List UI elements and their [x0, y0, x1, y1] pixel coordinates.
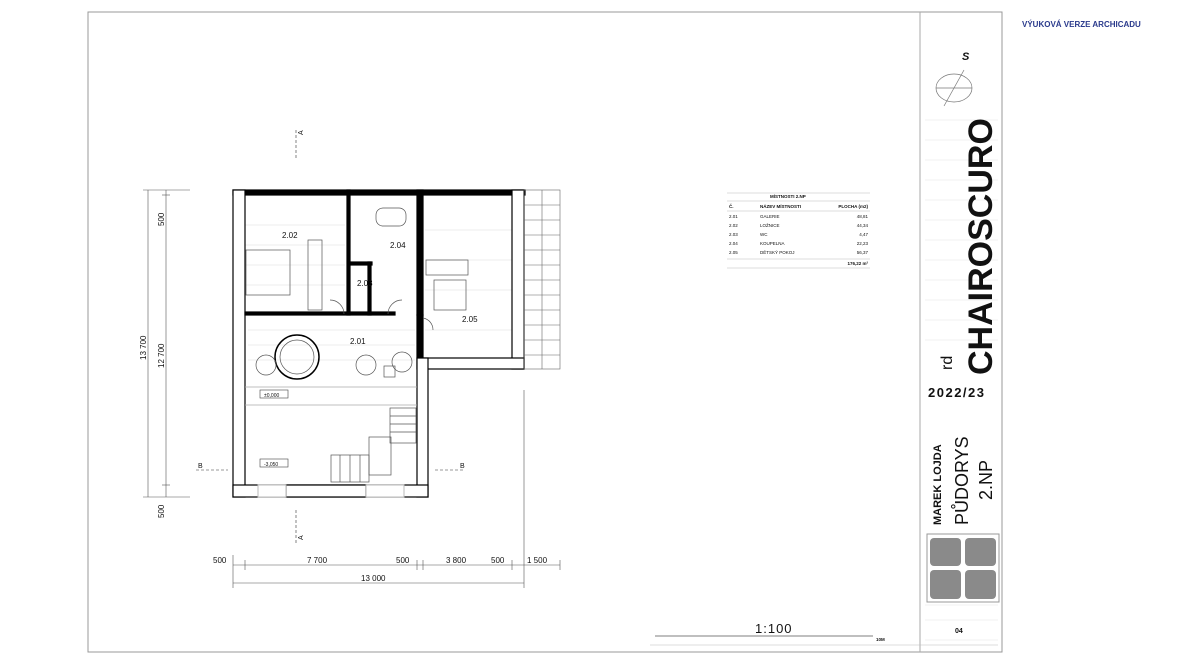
floor-label: 2.NP — [976, 460, 996, 500]
room-table-title: MÍSTNOSTI 2.NP — [770, 192, 806, 199]
room-name: LOŽNICE — [760, 221, 780, 228]
level-upper: ±0,000 — [264, 393, 279, 399]
room-table-total: 176,22 m² — [847, 261, 868, 266]
section-lines — [196, 130, 465, 545]
walls — [232, 189, 526, 498]
dim-h-5: 1 500 — [527, 556, 548, 565]
scale-label: 1:100 — [755, 621, 793, 636]
dim-total-horizontal: 13 000 — [361, 574, 386, 583]
bathtub-icon — [375, 207, 407, 227]
project-name: CHAIROSCURO — [962, 118, 1000, 375]
section-a-top: A — [298, 130, 305, 135]
section-a-bottom: A — [298, 535, 305, 540]
level-lower: -3,050 — [264, 462, 278, 468]
room-label-2-05: 2.05 — [462, 315, 478, 324]
room-area: 48,81 — [857, 214, 869, 219]
room-label-2-03: 2.03 — [357, 279, 373, 288]
room-area: 44,34 — [857, 223, 869, 228]
dim-bottom-vertical: 500 — [157, 504, 166, 518]
room-label-2-01: 2.01 — [350, 337, 366, 346]
room-name: GALERIE — [760, 214, 780, 219]
level-tag — [259, 389, 289, 399]
project-year: 2022/23 — [928, 385, 986, 400]
room-number: 2.04 — [729, 241, 738, 246]
room-name: KOUPELNA — [760, 241, 785, 246]
level-tag — [259, 458, 289, 468]
room-table-header-area: PLOCHA (m2) — [838, 204, 868, 209]
sheet-border — [87, 11, 1003, 653]
scale-bar-label: 10M — [876, 637, 885, 642]
spiral-stair-icon — [274, 334, 320, 380]
room-number: 2.02 — [729, 223, 738, 228]
section-b-right: B — [460, 463, 465, 470]
room-labels: 2.02 2.04 2.03 2.05 2.01 — [282, 231, 478, 346]
north-arrow-icon — [935, 69, 973, 107]
drawing-title: PŮDORYS — [951, 436, 972, 525]
bed-icon — [245, 249, 291, 296]
floor-hatch — [245, 224, 512, 361]
room-table-header-no: Č. — [729, 203, 734, 209]
sheet-number: 04 — [955, 628, 963, 635]
floor-plan — [143, 130, 561, 588]
room-number: 2.03 — [729, 232, 738, 237]
room-number: 2.01 — [729, 214, 738, 219]
author-name: MAREK LOJDA — [932, 444, 944, 525]
project-prefix: rd — [939, 356, 956, 370]
dim-h-2: 500 — [396, 556, 410, 565]
dim-h-0: 500 — [213, 556, 227, 565]
dim-inner-vertical: 12 700 — [157, 343, 166, 368]
watermark: VÝUKOVÁ VERZE ARCHICADU — [1022, 20, 1141, 29]
room-number: 2.05 — [729, 250, 738, 255]
room-area: 22,23 — [857, 241, 869, 246]
room-area: 4,47 — [859, 232, 868, 237]
bed-icon — [433, 279, 467, 311]
dim-total-vertical: 13 700 — [139, 335, 148, 360]
dim-top-vertical: 500 — [157, 212, 166, 226]
terrace-hatch — [523, 189, 561, 370]
north-label: S — [962, 51, 970, 63]
dim-h-1: 7 700 — [307, 556, 328, 565]
room-table: MÍSTNOSTI 2.NP Č. NÁZEV MÍSTNOSTI PLOCHA… — [727, 192, 870, 269]
room-name: DĚTSKÝ POKOJ — [760, 248, 795, 255]
dim-h-3: 3 800 — [446, 556, 467, 565]
stairs-icon — [330, 407, 417, 483]
room-name: WC — [760, 232, 768, 237]
room-table-header-name: NÁZEV MÍSTNOSTI — [760, 202, 801, 209]
dimension-labels: 13 700 12 700 500 500 500 7 700 500 3 80… — [139, 212, 548, 583]
room-label-2-02: 2.02 — [282, 231, 298, 240]
room-label-2-04: 2.04 — [390, 241, 406, 250]
room-area: 56,37 — [857, 250, 869, 255]
school-logo — [926, 533, 1000, 603]
dim-h-4: 500 — [491, 556, 505, 565]
dimension-lines — [143, 189, 561, 588]
section-b-left: B — [198, 463, 203, 470]
furniture — [245, 207, 469, 483]
title-block: S CHAIROSCURO rd 2022/23 MAREK LOJDA PŮD… — [650, 51, 1000, 646]
